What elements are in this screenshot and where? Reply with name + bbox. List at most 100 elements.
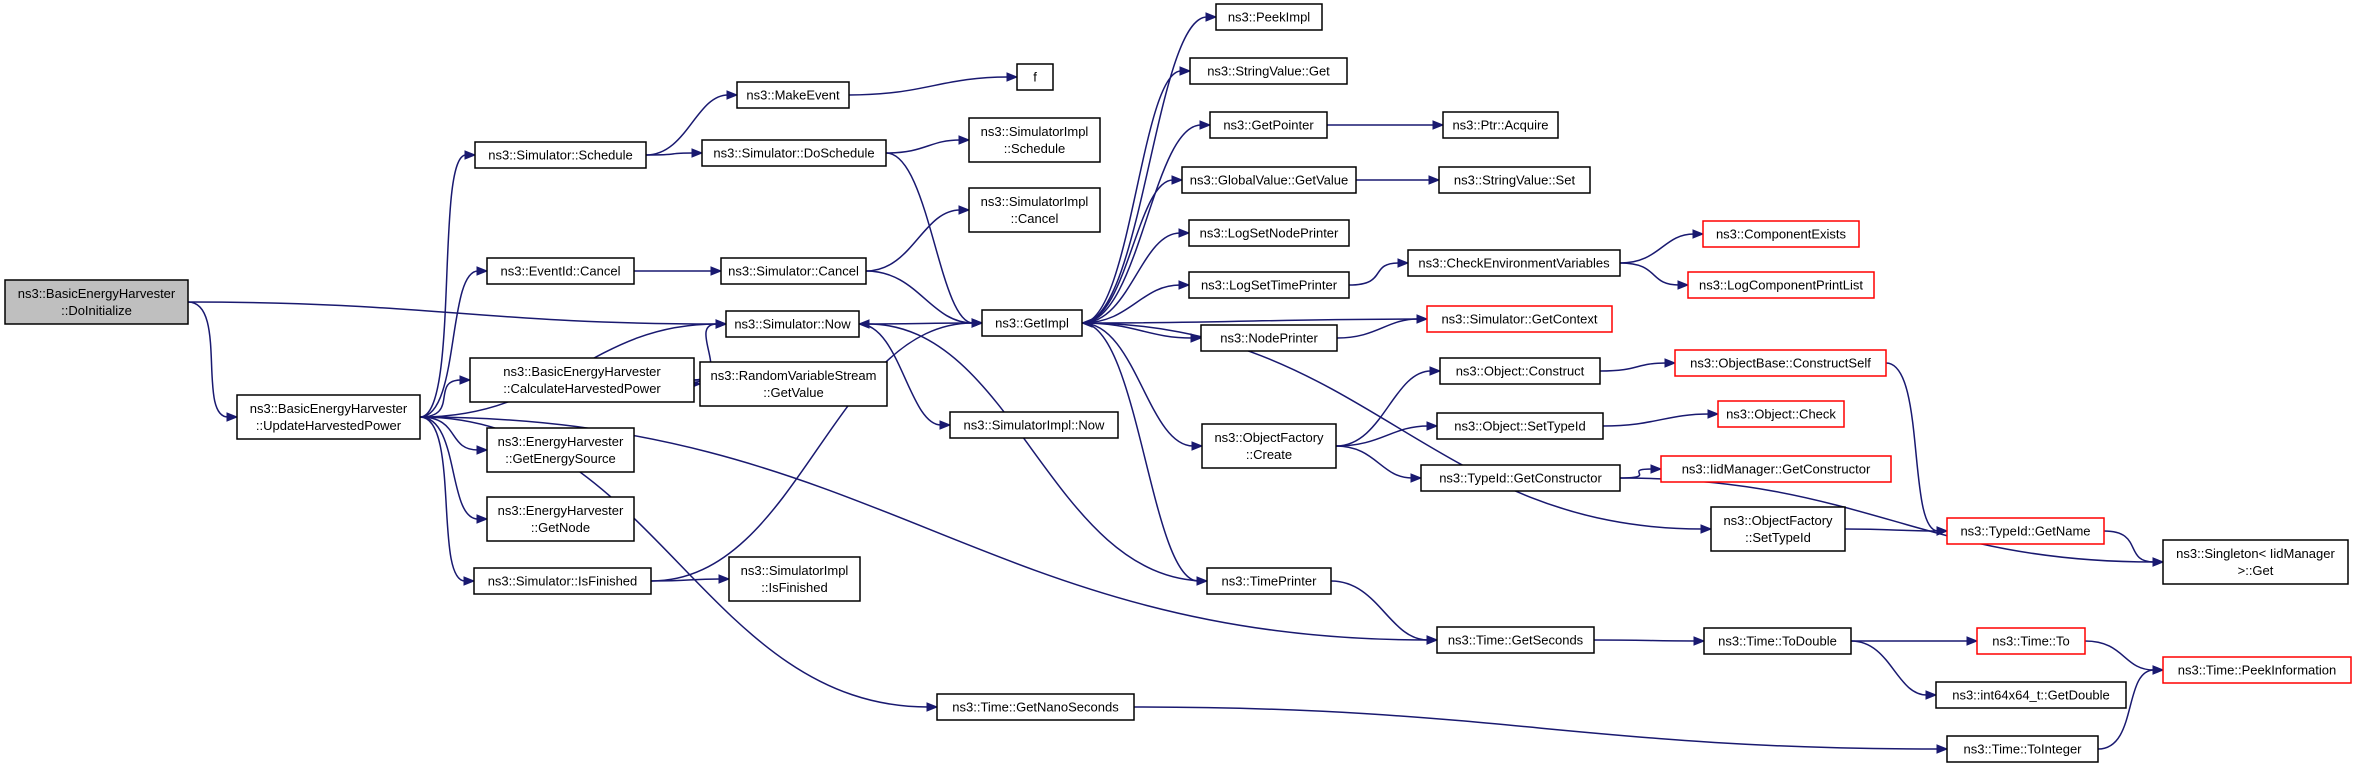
node-box [1188,271,1350,299]
node-implsched[interactable]: ns3::SimulatorImpl::Schedule [968,117,1101,163]
node-label: ns3::ObjectFactory [1214,430,1324,445]
node-tidgetname[interactable]: ns3::TypeId::GetName [1946,517,2105,545]
node-label: ns3::MakeEvent [746,88,840,103]
node-label: ns3::GetPointer [1223,118,1314,133]
node-gvget[interactable]: ns3::GlobalValue::GetValue [1181,166,1357,194]
node-objsettid[interactable]: ns3::Object::SetTypeId [1436,412,1604,440]
node-box [474,141,647,169]
node-label: ns3::Simulator::Schedule [488,148,633,163]
edge-ofsettid-to-tidgetname [1844,526,1949,536]
node-f[interactable]: f [1016,63,1054,91]
edge-simnow-to-getimpl [858,318,984,328]
node-timeto[interactable]: ns3::Time::To [1976,627,2086,655]
node-label: ns3::Time::To [1992,634,2070,649]
node-implcancel[interactable]: ns3::SimulatorImpl::Cancel [968,187,1101,233]
node-isfin[interactable]: ns3::Simulator::IsFinished [473,567,652,595]
node-label: ns3::Simulator::Now [734,317,851,332]
node-objcheck[interactable]: ns3::Object::Check [1717,400,1845,428]
node-int64getdouble[interactable]: ns3::int64x64_t::GetDouble [1935,681,2127,709]
edge-objconstruct-to-obconstructself [1599,358,1677,372]
node-label: ns3::Singleton< IidManager [2176,546,2335,561]
node-getptr[interactable]: ns3::GetPointer [1209,111,1328,139]
node-box [1426,305,1613,333]
node-dosched[interactable]: ns3::Simulator::DoSchedule [701,139,887,167]
node-box [1702,220,1860,248]
node-nodeprinter[interactable]: ns3::NodePrinter [1200,324,1338,352]
node-evcancel[interactable]: ns3::EventId::Cancel [486,257,635,285]
node-simsched[interactable]: ns3::Simulator::Schedule [474,141,647,169]
node-label: ns3::Time::PeekInformation [2178,663,2336,678]
node-box [473,567,652,595]
node-box [1976,627,2086,655]
node-implnow[interactable]: ns3::SimulatorImpl::Now [949,411,1119,439]
node-gnode[interactable]: ns3::EnergyHarvester::GetNode [486,496,635,542]
node-box [486,257,635,285]
node-lsnp[interactable]: ns3::LogSetNodePrinter [1188,219,1350,247]
node-checkenv[interactable]: ns3::CheckEnvironmentVariables [1407,249,1621,277]
node-tidgetctor[interactable]: ns3::TypeId::GetConstructor [1420,464,1621,492]
node-label: ns3::GlobalValue::GetValue [1190,173,1349,188]
node-tointeger[interactable]: ns3::Time::ToInteger [1946,735,2099,763]
node-label: ns3::Time::GetNanoSeconds [952,700,1119,715]
node-rvsget[interactable]: ns3::RandomVariableStream::GetValue [699,361,888,407]
node-objconstruct[interactable]: ns3::Object::Construct [1439,357,1601,385]
edge-getimpl-to-getptr [1081,120,1212,324]
node-iidgetctor[interactable]: ns3::IidManager::GetConstructor [1660,455,1892,483]
node-getnano[interactable]: ns3::Time::GetNanoSeconds [936,693,1135,721]
node-ofcreate[interactable]: ns3::ObjectFactory::Create [1201,423,1337,469]
edge-makeev-to-f [848,72,1019,96]
node-ptracq[interactable]: ns3::Ptr::Acquire [1442,111,1559,139]
node-box [1703,627,1852,655]
node-lstp[interactable]: ns3::LogSetTimePrinter [1188,271,1350,299]
node-ges[interactable]: ns3::EnergyHarvester::GetEnergySource [486,427,635,473]
node-label: >::Get [2238,563,2274,578]
node-box [1946,735,2099,763]
edge-getimpl-to-strvalget [1081,66,1192,324]
edge-simsched-to-makeev [645,90,739,156]
edge-uhp-to-gnode [419,416,489,524]
node-logcpl[interactable]: ns3::LogComponentPrintList [1687,271,1875,299]
node-label: ns3::LogSetNodePrinter [1200,226,1339,241]
edge-getimpl-to-ofsettid [1081,322,1713,534]
node-root[interactable]: ns3::BasicEnergyHarvester::DoInitialize [4,279,189,325]
node-label: ns3::ObjectFactory [1723,513,1833,528]
node-label: ns3::Time::GetSeconds [1448,633,1584,648]
node-getsec[interactable]: ns3::Time::GetSeconds [1436,626,1595,654]
node-label: ::Schedule [1004,141,1065,156]
node-box [469,357,695,403]
edge-tidgetctor-to-iidgetctor [1619,464,1663,479]
node-singleton[interactable]: ns3::Singleton< IidManager>::Get [2162,539,2349,585]
node-makeev[interactable]: ns3::MakeEvent [736,81,850,109]
node-box [1442,111,1559,139]
node-box [486,496,635,542]
node-strvalset[interactable]: ns3::StringValue::Set [1438,166,1591,194]
edge-ofcreate-to-objsettid [1335,421,1439,447]
edge-root-to-uhp [187,301,239,422]
node-label: ::CalculateHarvestedPower [503,381,661,396]
node-peekimpl[interactable]: ns3::PeekImpl [1215,3,1323,31]
node-chp[interactable]: ns3::BasicEnergyHarvester::CalculateHarv… [469,357,695,403]
node-timeprinter[interactable]: ns3::TimePrinter [1206,567,1332,595]
edge-uhp-to-ges [419,416,489,455]
node-label: ns3::PeekImpl [1228,10,1310,25]
edge-checkenv-to-logcpl [1619,262,1690,290]
node-implisfin[interactable]: ns3::SimulatorImpl::IsFinished [728,556,861,602]
node-simgetctx[interactable]: ns3::Simulator::GetContext [1426,305,1613,333]
edge-uhp-to-simsched [419,150,477,418]
node-compexists[interactable]: ns3::ComponentExists [1702,220,1860,248]
node-box [720,257,867,285]
node-ofsettid[interactable]: ns3::ObjectFactory::SetTypeId [1710,506,1846,552]
edge-simcancel-to-implcancel [865,205,971,272]
node-obconstructself[interactable]: ns3::ObjectBase::ConstructSelf [1674,349,1887,377]
node-uhp[interactable]: ns3::BasicEnergyHarvester::UpdateHarvest… [236,394,421,440]
node-box [1436,626,1595,654]
node-strvalget[interactable]: ns3::StringValue::Get [1189,57,1348,85]
node-box [1016,63,1054,91]
node-box [1674,349,1887,377]
node-simnow[interactable]: ns3::Simulator::Now [725,310,860,338]
node-todouble[interactable]: ns3::Time::ToDouble [1703,627,1852,655]
node-peekinfo[interactable]: ns3::Time::PeekInformation [2162,656,2352,684]
node-getimpl[interactable]: ns3::GetImpl [981,309,1083,337]
node-simcancel[interactable]: ns3::Simulator::Cancel [720,257,867,285]
